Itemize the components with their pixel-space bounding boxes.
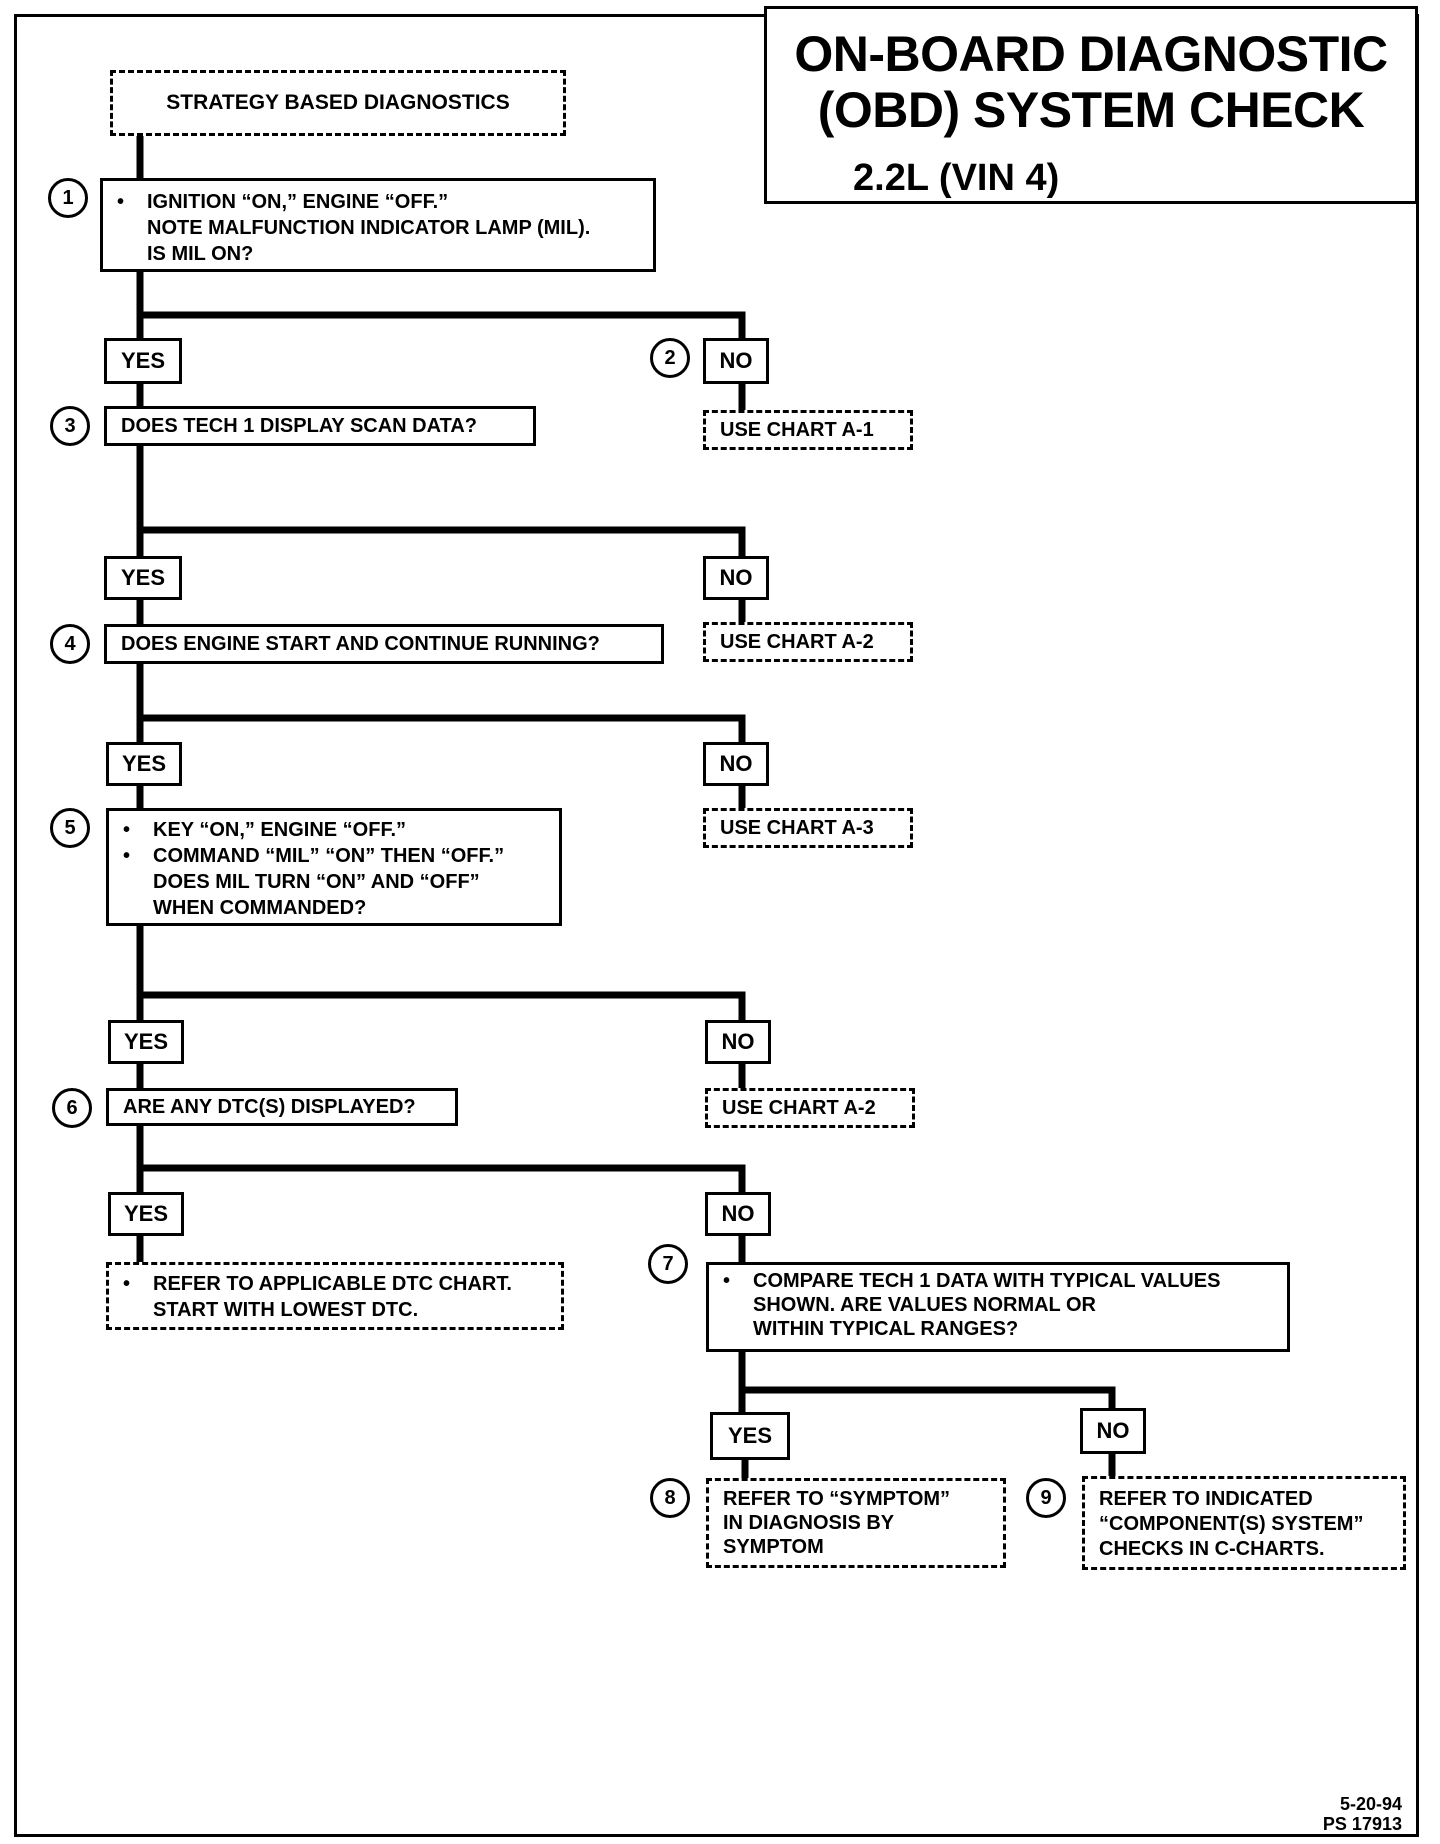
step-7-box: • COMPARE TECH 1 DATA WITH TYPICAL VALUES… (706, 1262, 1290, 1352)
step-5-line-2: COMMAND “MIL” “ON” THEN “OFF.” (153, 845, 505, 867)
start-box: STRATEGY BASED DIAGNOSTICS (110, 70, 566, 136)
yes-label-3: YES (104, 556, 182, 600)
footer-code: PS 17913 (1322, 1814, 1402, 1834)
step-5-line-3: DOES MIL TURN “ON” AND “OFF” (153, 871, 480, 893)
yes-label-4: YES (106, 742, 182, 786)
connector-step7 (738, 1231, 1116, 1418)
connector-step8-9 (741, 1448, 1116, 1482)
chart-a1-box: USE CHART A-1 (703, 410, 913, 450)
no-label-4: NO (703, 742, 769, 786)
step-number-2: 2 (650, 338, 690, 378)
yes-label-5: YES (108, 1020, 184, 1064)
title-block: ON-BOARD DIAGNOSTIC (OBD) SYSTEM CHECK 2… (764, 6, 1418, 204)
step-7-line-3: WITHIN TYPICAL RANGES? (753, 1318, 1019, 1340)
step-9-line-1: REFER TO INDICATED (1099, 1488, 1313, 1510)
step-8-line-3: SYMPTOM (723, 1536, 824, 1558)
step-number-9: 9 (1026, 1478, 1066, 1518)
dtc-line-2: START WITH LOWEST DTC. (153, 1299, 419, 1321)
chart-a2-label-2: USE CHART A-2 (722, 1097, 876, 1119)
connector-main-3 (136, 379, 746, 561)
yes-label-7: YES (710, 1412, 790, 1460)
start-box-label: STRATEGY BASED DIAGNOSTICS (166, 91, 510, 114)
step-9-line-2: “COMPONENT(S) SYSTEM” (1099, 1513, 1364, 1535)
connector-main-6 (136, 1058, 746, 1197)
chart-a1-label: USE CHART A-1 (720, 419, 874, 441)
yes-label-6: YES (108, 1192, 184, 1236)
step-4-text: DOES ENGINE START AND CONTINUE RUNNING? (121, 633, 600, 655)
dtc-line-1: REFER TO APPLICABLE DTC CHART. (153, 1273, 512, 1295)
step-6-box: ARE ANY DTC(s) DISPLAYED? (106, 1088, 458, 1126)
step-1-line-2: NOTE MALFUNCTION INDICATOR LAMP (MIL). (147, 217, 591, 239)
step-3-text: DOES TECH 1 DISPLAY SCAN DATA? (121, 415, 477, 437)
title-line-2: (OBD) SYSTEM CHECK (817, 82, 1365, 138)
no-label-6: NO (705, 1192, 771, 1236)
step-number-7: 7 (648, 1244, 688, 1284)
chart-a2-box-1: USE CHART A-2 (703, 622, 913, 662)
step-9-box: REFER TO INDICATED “COMPONENT(S) SYSTEM”… (1082, 1476, 1406, 1570)
dtc-chart-box: • REFER TO APPLICABLE DTC CHART. START WI… (106, 1262, 564, 1330)
step-number-5: 5 (50, 808, 90, 848)
step-5-line-4: WHEN COMMANDED? (153, 897, 367, 919)
bullet-icon: • (123, 819, 131, 841)
no-label-7: NO (1080, 1408, 1146, 1454)
connector-main-5 (136, 780, 746, 1024)
step-number-8: 8 (650, 1478, 690, 1518)
step-number-1: 1 (48, 178, 88, 218)
no-label-5: NO (705, 1020, 771, 1064)
step-8-box: REFER TO “SYMPTOM” IN DIAGNOSIS BY SYMPT… (706, 1478, 1006, 1568)
chart-a2-label-1: USE CHART A-2 (720, 631, 874, 653)
step-7-line-1: COMPARE TECH 1 DATA WITH TYPICAL VALUES (753, 1270, 1221, 1292)
no-label-3: NO (703, 556, 769, 600)
step-5-box: • KEY “ON,” ENGINE “OFF.” • COMMAND “MIL” … (106, 808, 562, 926)
step-6-text: ARE ANY DTC(s) DISPLAYED? (123, 1096, 416, 1118)
step-number-6: 6 (52, 1088, 92, 1128)
chart-a3-label: USE CHART A-3 (720, 817, 874, 839)
chart-a2-box-2: USE CHART A-2 (705, 1088, 915, 1128)
footer-date: 5-20-94 (1339, 1794, 1402, 1814)
page-border (14, 14, 1419, 1837)
bullet-icon: • (117, 191, 125, 213)
step-9-line-3: CHECKS IN C-CHARTS. (1099, 1538, 1325, 1560)
step-1-line-3: IS MIL ON? (147, 243, 254, 265)
connector-main-1 (136, 131, 746, 344)
step-7-line-2: SHOWN. ARE VALUES NORMAL OR (753, 1294, 1096, 1316)
step-3-box: DOES TECH 1 DISPLAY SCAN DATA? (104, 406, 536, 446)
step-5-line-1: KEY “ON,” ENGINE “OFF.” (153, 819, 406, 841)
step-8-line-1: REFER TO “SYMPTOM” (723, 1488, 951, 1510)
title-line-1: ON-BOARD DIAGNOSTIC (794, 26, 1388, 82)
bullet-icon: • (123, 845, 131, 867)
step-1-line-1: IGNITION “ON,” ENGINE “OFF.” (147, 191, 449, 213)
step-number-3: 3 (50, 406, 90, 446)
chart-a3-box: USE CHART A-3 (703, 808, 913, 848)
step-1-box: • IGNITION “ON,” ENGINE “OFF.” NOTE MALFU… (100, 178, 656, 272)
step-number-4: 4 (50, 624, 90, 664)
step-8-line-2: IN DIAGNOSIS BY (723, 1512, 895, 1534)
bullet-icon: • (123, 1273, 131, 1295)
yes-label-1: YES (104, 338, 182, 384)
title-subtitle: 2.2L (VIN 4) (853, 157, 1060, 199)
step-4-box: DOES ENGINE START AND CONTINUE RUNNING? (104, 624, 664, 664)
no-label-1: NO (703, 338, 769, 384)
bullet-icon: • (723, 1270, 731, 1292)
connector-main-4 (136, 594, 746, 746)
